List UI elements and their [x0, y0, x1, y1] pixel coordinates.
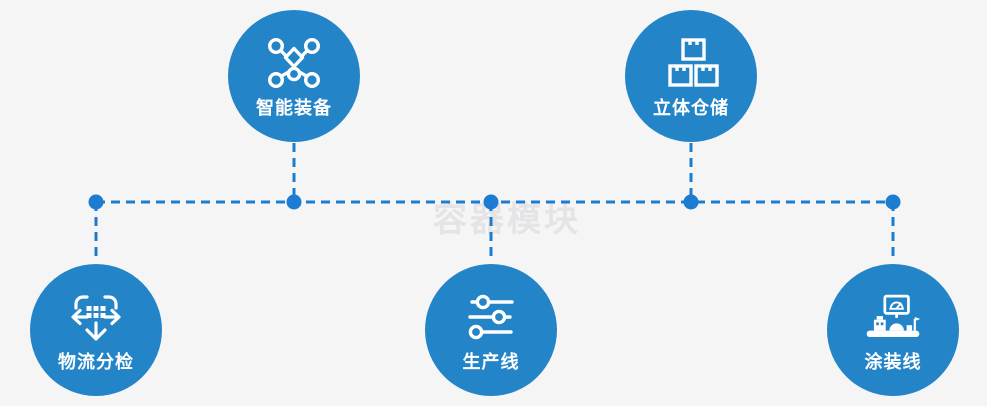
node-label: 智能装备 [256, 97, 332, 119]
network-nodes-icon [264, 35, 324, 91]
node-painting-line[interactable]: 涂装线 [827, 264, 959, 396]
junction-dot [483, 194, 499, 210]
junction-dot [88, 194, 104, 210]
stacked-boxes-icon [661, 35, 721, 91]
sliders-icon [461, 289, 521, 345]
node-label: 涂装线 [864, 351, 922, 373]
watermark-text: 容器模块 [433, 200, 581, 240]
junction-dot [683, 194, 699, 210]
node-logistics-sorting[interactable]: 物流分检 [30, 264, 162, 396]
node-label: 立体仓储 [653, 97, 729, 119]
node-stereo-warehouse[interactable]: 立体仓储 [625, 10, 757, 142]
node-production-line[interactable]: 生产线 [425, 264, 557, 396]
sorting-arrows-icon [66, 289, 126, 345]
node-label: 物流分检 [58, 351, 134, 373]
junction-dot [885, 194, 901, 210]
control-station-icon [863, 289, 923, 345]
junction-dot [286, 194, 302, 210]
node-smart-equipment[interactable]: 智能装备 [228, 10, 360, 142]
node-label: 生产线 [462, 351, 520, 373]
